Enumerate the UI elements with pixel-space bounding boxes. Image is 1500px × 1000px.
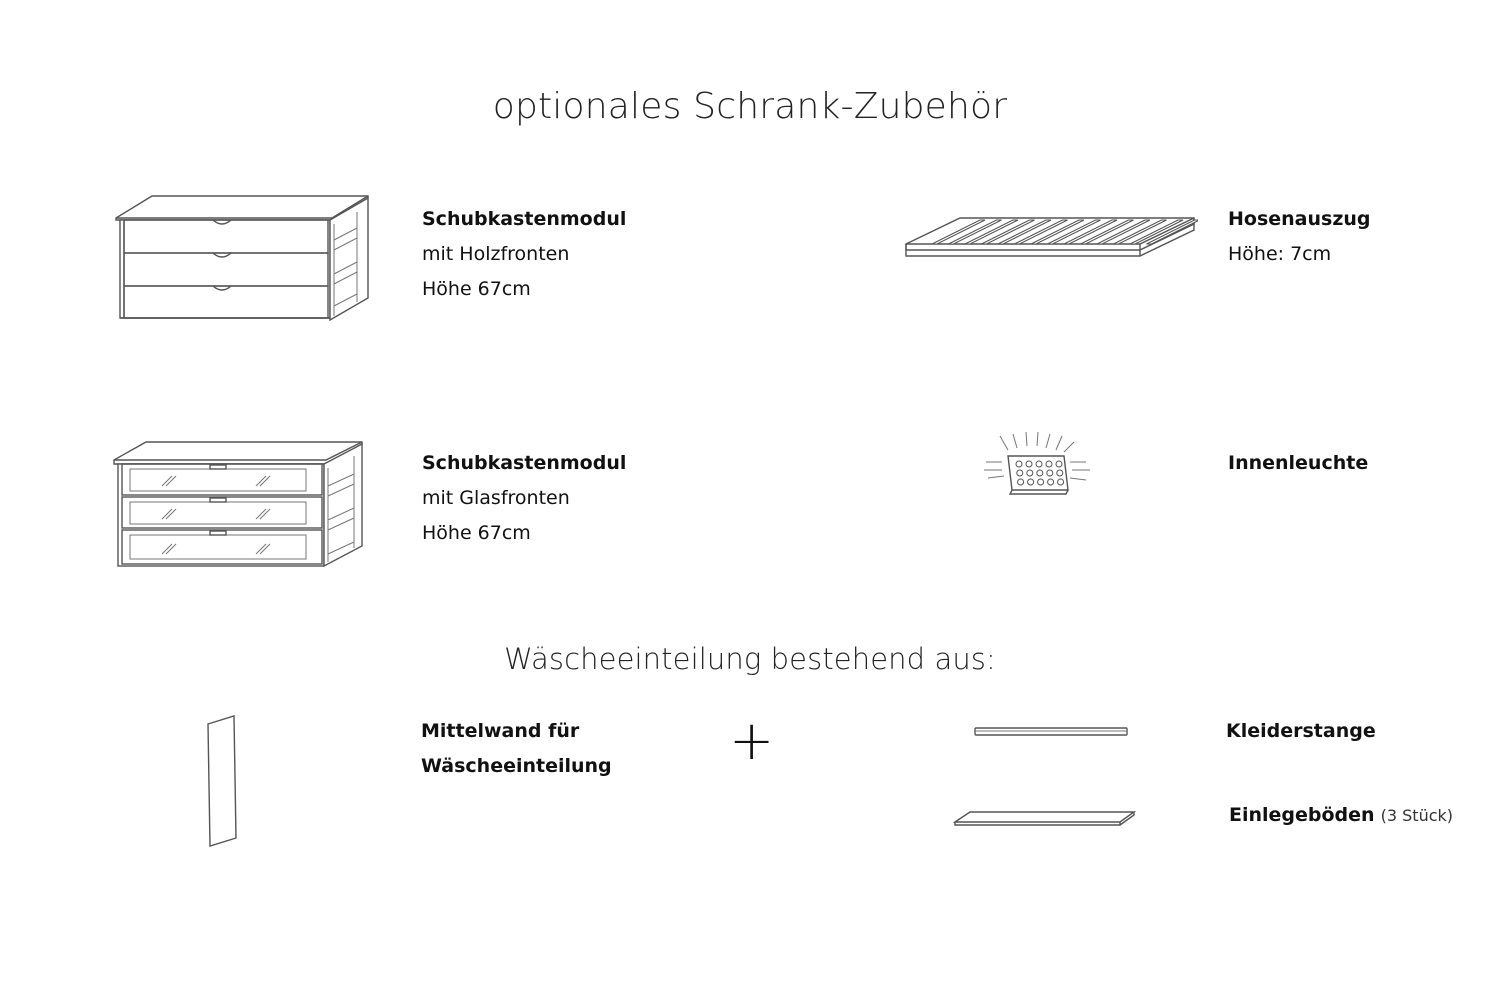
- drawer-module-glass-icon: [110, 436, 368, 572]
- clothes-rail-description: Kleiderstange: [1226, 714, 1376, 749]
- trouser-rack-name: Hosenauszug: [1228, 208, 1371, 230]
- drawer-glass-height: Höhe 67cm: [422, 522, 531, 544]
- trouser-rack-icon: [902, 212, 1198, 262]
- interior-light-description: Innenleuchte: [1228, 446, 1368, 481]
- shelves-name: Einlegeböden: [1229, 804, 1375, 826]
- drawer-wood-name: Schubkastenmodul: [422, 208, 627, 230]
- drawer-wood-height: Höhe 67cm: [422, 278, 531, 300]
- drawer-module-wood-icon: [112, 190, 374, 325]
- interior-light-icon: [982, 432, 1092, 498]
- drawer-glass-description: Schubkastenmodul mit Glasfronten Höhe 67…: [422, 446, 626, 551]
- page-title: optionales Schrank-Zubehör: [492, 86, 1008, 127]
- clothes-rail-name: Kleiderstange: [1226, 720, 1376, 742]
- laundry-section-heading: Wäscheeinteilung bestehend aus:: [504, 642, 996, 676]
- drawer-wood-front: mit Holzfronten: [422, 243, 570, 265]
- shelves-quantity: (3 Stück): [1380, 806, 1454, 825]
- drawer-wood-description: Schubkastenmodul mit Holzfronten Höhe 67…: [422, 202, 626, 307]
- drawer-glass-name: Schubkastenmodul: [422, 452, 627, 474]
- trouser-rack-height: Höhe: 7cm: [1228, 243, 1332, 265]
- plus-symbol: +: [729, 709, 775, 772]
- shelf-board-icon: [952, 806, 1138, 830]
- middle-wall-name: Mittelwand für: [421, 720, 580, 742]
- interior-light-name: Innenleuchte: [1228, 452, 1369, 474]
- trouser-rack-description: Hosenauszug Höhe: 7cm: [1228, 202, 1371, 272]
- shelves-description: Einlegeböden (3 Stück): [1229, 798, 1453, 833]
- clothes-rail-icon: [972, 724, 1132, 740]
- middle-wall-panel-icon: [204, 712, 242, 852]
- middle-wall-purpose: Wäscheeinteilung: [421, 755, 612, 777]
- drawer-glass-front: mit Glasfronten: [422, 487, 570, 509]
- middle-wall-description: Mittelwand für Wäscheeinteilung: [421, 714, 612, 784]
